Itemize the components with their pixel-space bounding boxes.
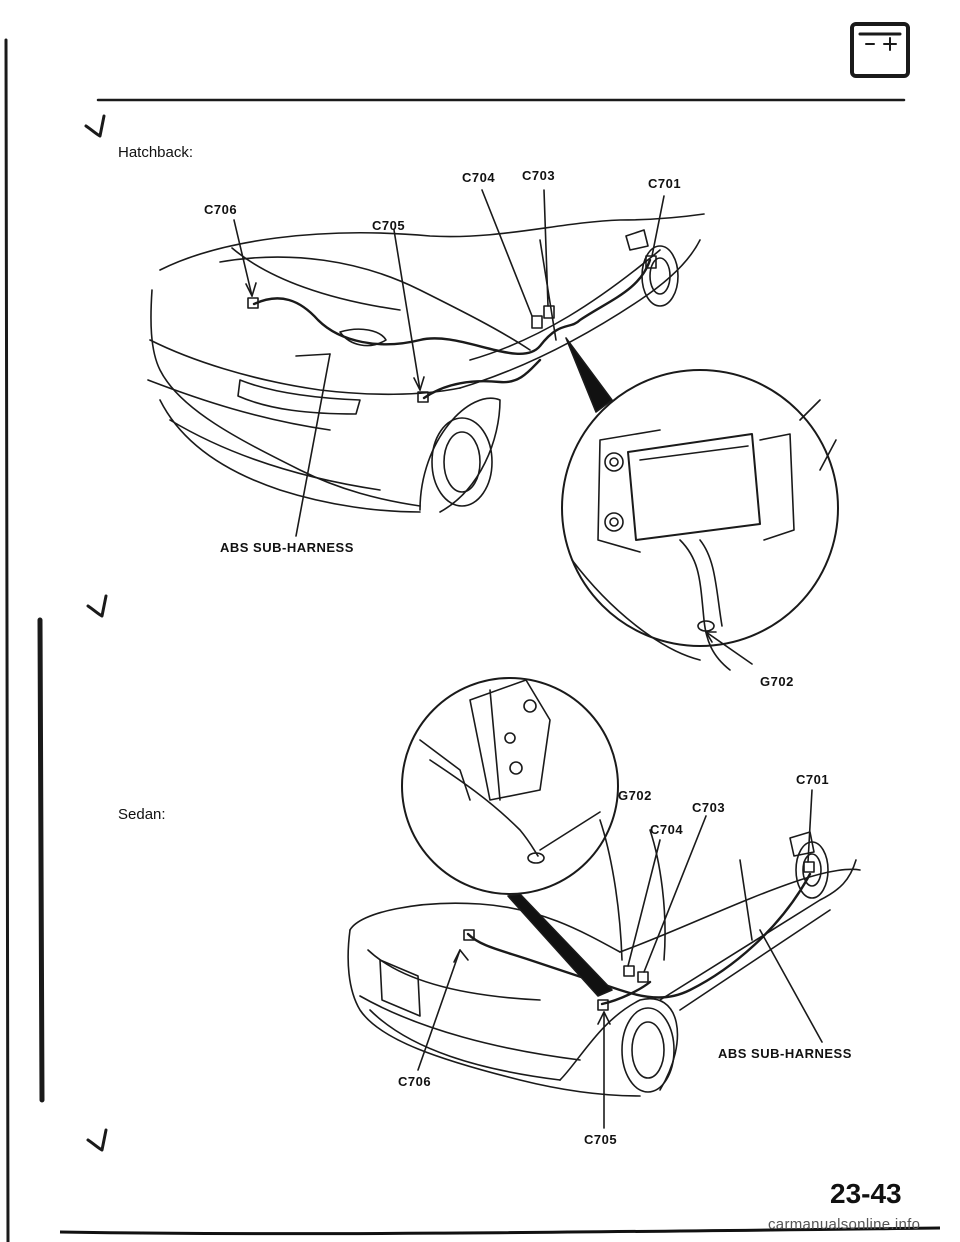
hatchback-label-g702: G702 xyxy=(760,674,794,689)
watermark: carmanualsonline.info xyxy=(768,1216,921,1233)
sedan-callout-wedge xyxy=(507,893,613,997)
hatchback-callout-wedge xyxy=(565,337,613,413)
sedan-harness-wire xyxy=(466,872,812,999)
hatchback-label-c703: C703 xyxy=(522,168,556,183)
sedan-label-c701: C701 xyxy=(796,772,830,787)
checkmark-2 xyxy=(86,594,108,618)
sedan-label-c705: C705 xyxy=(584,1132,618,1147)
page-number: 23-43 xyxy=(830,1178,902,1209)
sedan-c705-connector xyxy=(597,999,609,1011)
hatchback-c703-connector xyxy=(543,305,555,319)
sedan-c704-connector xyxy=(623,965,635,977)
sedan-label-harness: ABS SUB-HARNESS xyxy=(718,1046,852,1061)
checkmark-3 xyxy=(86,1128,108,1152)
sedan-label-g702: G702 xyxy=(618,788,652,803)
sedan-label-c704: C704 xyxy=(650,822,684,837)
hatchback-c705-connector xyxy=(417,391,429,403)
binder-edge xyxy=(4,38,10,1242)
hatchback-label-harness: ABS SUB-HARNESS xyxy=(220,540,354,555)
hatchback-label-c704: C704 xyxy=(462,170,496,185)
hatchback-detail-circle xyxy=(561,369,839,647)
sedan-car-outline xyxy=(347,819,861,1097)
sedan-c706-connector xyxy=(463,929,475,941)
sedan-heading: Sedan: xyxy=(118,806,166,823)
checkmark-1 xyxy=(84,114,106,138)
sedan-c703-connector xyxy=(637,971,649,983)
hatchback-c704-connector xyxy=(531,315,543,329)
hatchback-harness-wire xyxy=(252,258,652,355)
hatchback-abs-module xyxy=(571,399,837,671)
hatchback-c706-connector xyxy=(247,297,259,309)
hatchback-label-c701: C701 xyxy=(648,176,682,191)
hatchback-c701-connector xyxy=(645,255,657,269)
hatchback-label-c705: C705 xyxy=(372,218,406,233)
battery-icon xyxy=(850,22,910,78)
hatchback-heading: Hatchback: xyxy=(118,144,194,161)
sedan-label-c703: C703 xyxy=(692,800,726,815)
sedan-detail-circle xyxy=(401,677,619,895)
hatchback-label-c706: C706 xyxy=(204,202,238,217)
sedan-detail-art xyxy=(419,679,601,864)
sedan-label-c706: C706 xyxy=(398,1074,432,1089)
hatchback-car-outline xyxy=(147,213,705,513)
sedan-c701-connector xyxy=(803,861,815,873)
